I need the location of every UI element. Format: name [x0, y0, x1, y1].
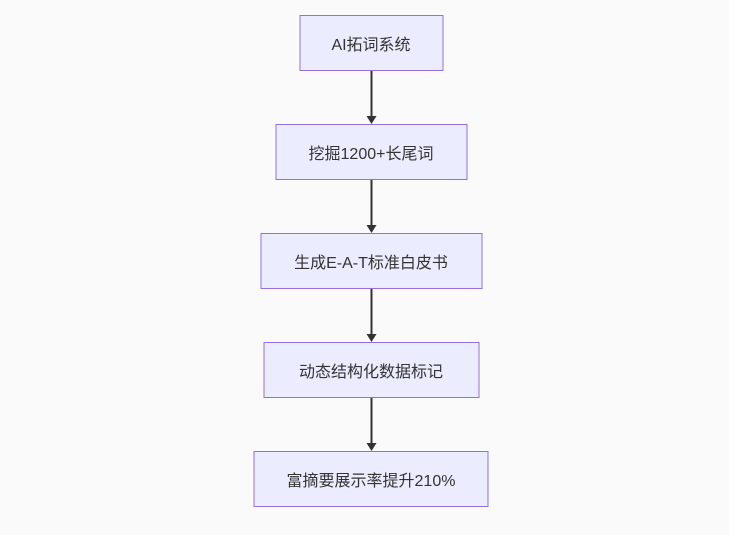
flow-node-longtail-mining: 挖掘1200+长尾词 [275, 124, 467, 180]
flow-node-eat-whitepaper: 生成E-A-T标准白皮书 [260, 233, 482, 289]
arrowhead-down-icon [366, 116, 376, 124]
flow-node-label: 富摘要展示率提升210% [286, 473, 456, 490]
flow-node-ai-keyword-system: AI拓词系统 [299, 15, 443, 71]
flow-node-label: 挖掘1200+长尾词 [308, 146, 434, 163]
arrowhead-down-icon [366, 225, 376, 233]
edge-line [370, 71, 372, 116]
flow-edge-c-d [366, 289, 376, 342]
edge-line [370, 180, 372, 225]
flow-edge-b-c [366, 180, 376, 233]
flow-edge-a-b [366, 71, 376, 124]
flow-edge-d-e [366, 398, 376, 451]
arrowhead-down-icon [366, 334, 376, 342]
flow-node-label: 动态结构化数据标记 [298, 364, 443, 381]
flow-node-rich-snippet-result: 富摘要展示率提升210% [253, 451, 489, 507]
edge-line [370, 289, 372, 334]
arrowhead-down-icon [366, 443, 376, 451]
flow-node-label: AI拓词系统 [331, 37, 411, 54]
flow-node-label: 生成E-A-T标准白皮书 [294, 255, 448, 272]
flow-node-structured-data-markup: 动态结构化数据标记 [263, 342, 479, 398]
flowchart: AI拓词系统 挖掘1200+长尾词 生成E-A-T标准白皮书 动态结构化数据标记 [253, 15, 489, 507]
edge-line [370, 398, 372, 443]
